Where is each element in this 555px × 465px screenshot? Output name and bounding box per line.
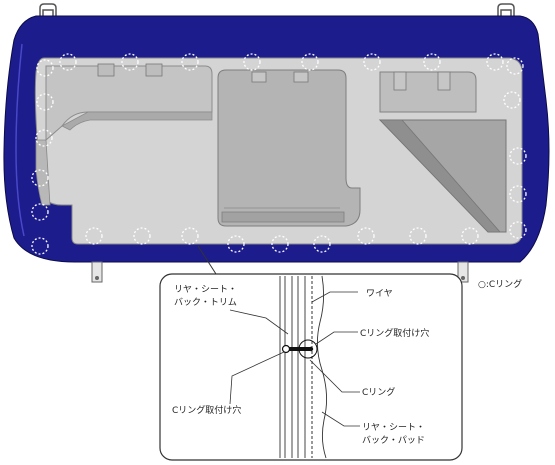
legend-text: :Cリング bbox=[486, 278, 522, 290]
trim-highlight bbox=[15, 43, 25, 237]
legend: ○:Cリング bbox=[478, 278, 522, 290]
label-rear-seat-back-trim: リヤ・シート・ バック・トリム bbox=[174, 285, 240, 308]
c-ring-markers bbox=[31, 53, 527, 255]
c-ring-hole-left bbox=[281, 344, 291, 354]
label-rear-seat-back-pad: リヤ・シート・ バック・パッド bbox=[362, 423, 428, 446]
center-recess bbox=[217, 69, 361, 227]
label-c-ring-hole-right: Cリング取付け穴 bbox=[360, 327, 429, 339]
label-wire: ワイヤ bbox=[366, 289, 393, 299]
left-shelf-clips bbox=[97, 63, 163, 77]
pad-edge bbox=[317, 275, 327, 459]
detail-callout bbox=[159, 273, 463, 461]
label-leaders bbox=[229, 291, 360, 427]
center-clips bbox=[251, 71, 309, 83]
c-ring-hole-right bbox=[298, 339, 318, 359]
callout-leader bbox=[197, 245, 217, 275]
top-hooks bbox=[39, 3, 515, 17]
label-c-ring: Cリング bbox=[362, 386, 395, 398]
right-clips bbox=[393, 71, 451, 91]
label-c-ring-hole-left: Cリング取付け穴 bbox=[172, 404, 241, 416]
legend-symbol: ○ bbox=[478, 280, 486, 290]
lower-tabs bbox=[91, 261, 469, 283]
trim-layers bbox=[279, 276, 306, 458]
